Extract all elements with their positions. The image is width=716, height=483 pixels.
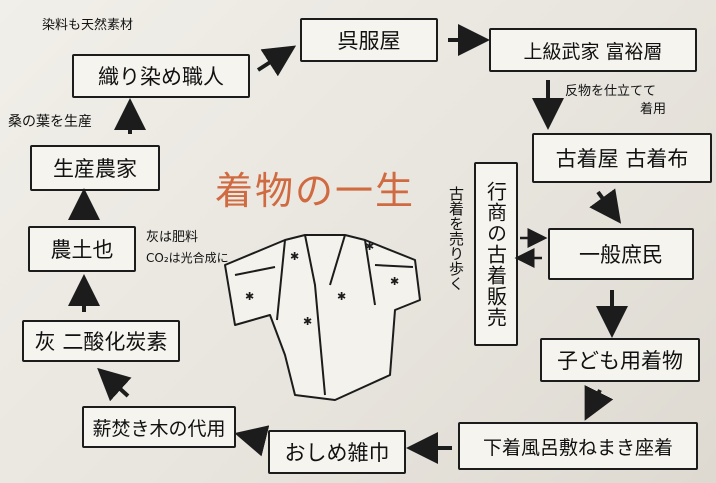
box-underwear: 下着風呂敷ねまき座着 — [458, 422, 698, 470]
note-mulberry: 桑の葉を生産 — [8, 114, 92, 130]
box-upper-class: 上級武家 富裕層 — [489, 28, 697, 72]
kimono-illustration: ✱ ✱ ✱ ✱ ✱ ✱ — [224, 234, 421, 401]
note-tailored: 反物を仕立てて — [565, 84, 657, 99]
box-dye-weave-craftsman: 織り染め職人 — [72, 54, 250, 98]
box-ash-co2: 灰 二酸化炭素 — [22, 320, 180, 362]
note-peddling: 古着を売り歩く — [447, 186, 465, 291]
svg-text:✱: ✱ — [365, 240, 374, 253]
diagram-title: 着物の一生 — [215, 169, 416, 213]
svg-text:✱: ✱ — [337, 290, 346, 303]
box-farmer: 生産農家 — [30, 145, 160, 191]
box-farmland: 農土也 — [28, 226, 136, 272]
note-ash-fertilizer: 灰は肥料 — [146, 230, 199, 245]
note-wear: 着用 — [640, 102, 667, 117]
svg-text:✱: ✱ — [390, 275, 399, 288]
box-used-clothes-shop: 古着屋 古着布 — [532, 133, 712, 183]
box-childrens-kimono: 子ども用着物 — [540, 338, 700, 382]
box-firewood: 薪焚き木の代用 — [82, 406, 236, 448]
svg-text:✱: ✱ — [290, 250, 299, 263]
box-commoners: 一般庶民 — [548, 228, 694, 280]
svg-text:✱: ✱ — [245, 290, 254, 303]
svg-text:✱: ✱ — [303, 315, 312, 328]
box-gofukuya: 呉服屋 — [300, 18, 438, 62]
note-dye-material: 染料も天然素材 — [42, 18, 134, 33]
box-diaper-rag: おしめ雑巾 — [268, 430, 406, 474]
note-co2-photosynthesis: CO₂は光合成に — [146, 251, 229, 265]
